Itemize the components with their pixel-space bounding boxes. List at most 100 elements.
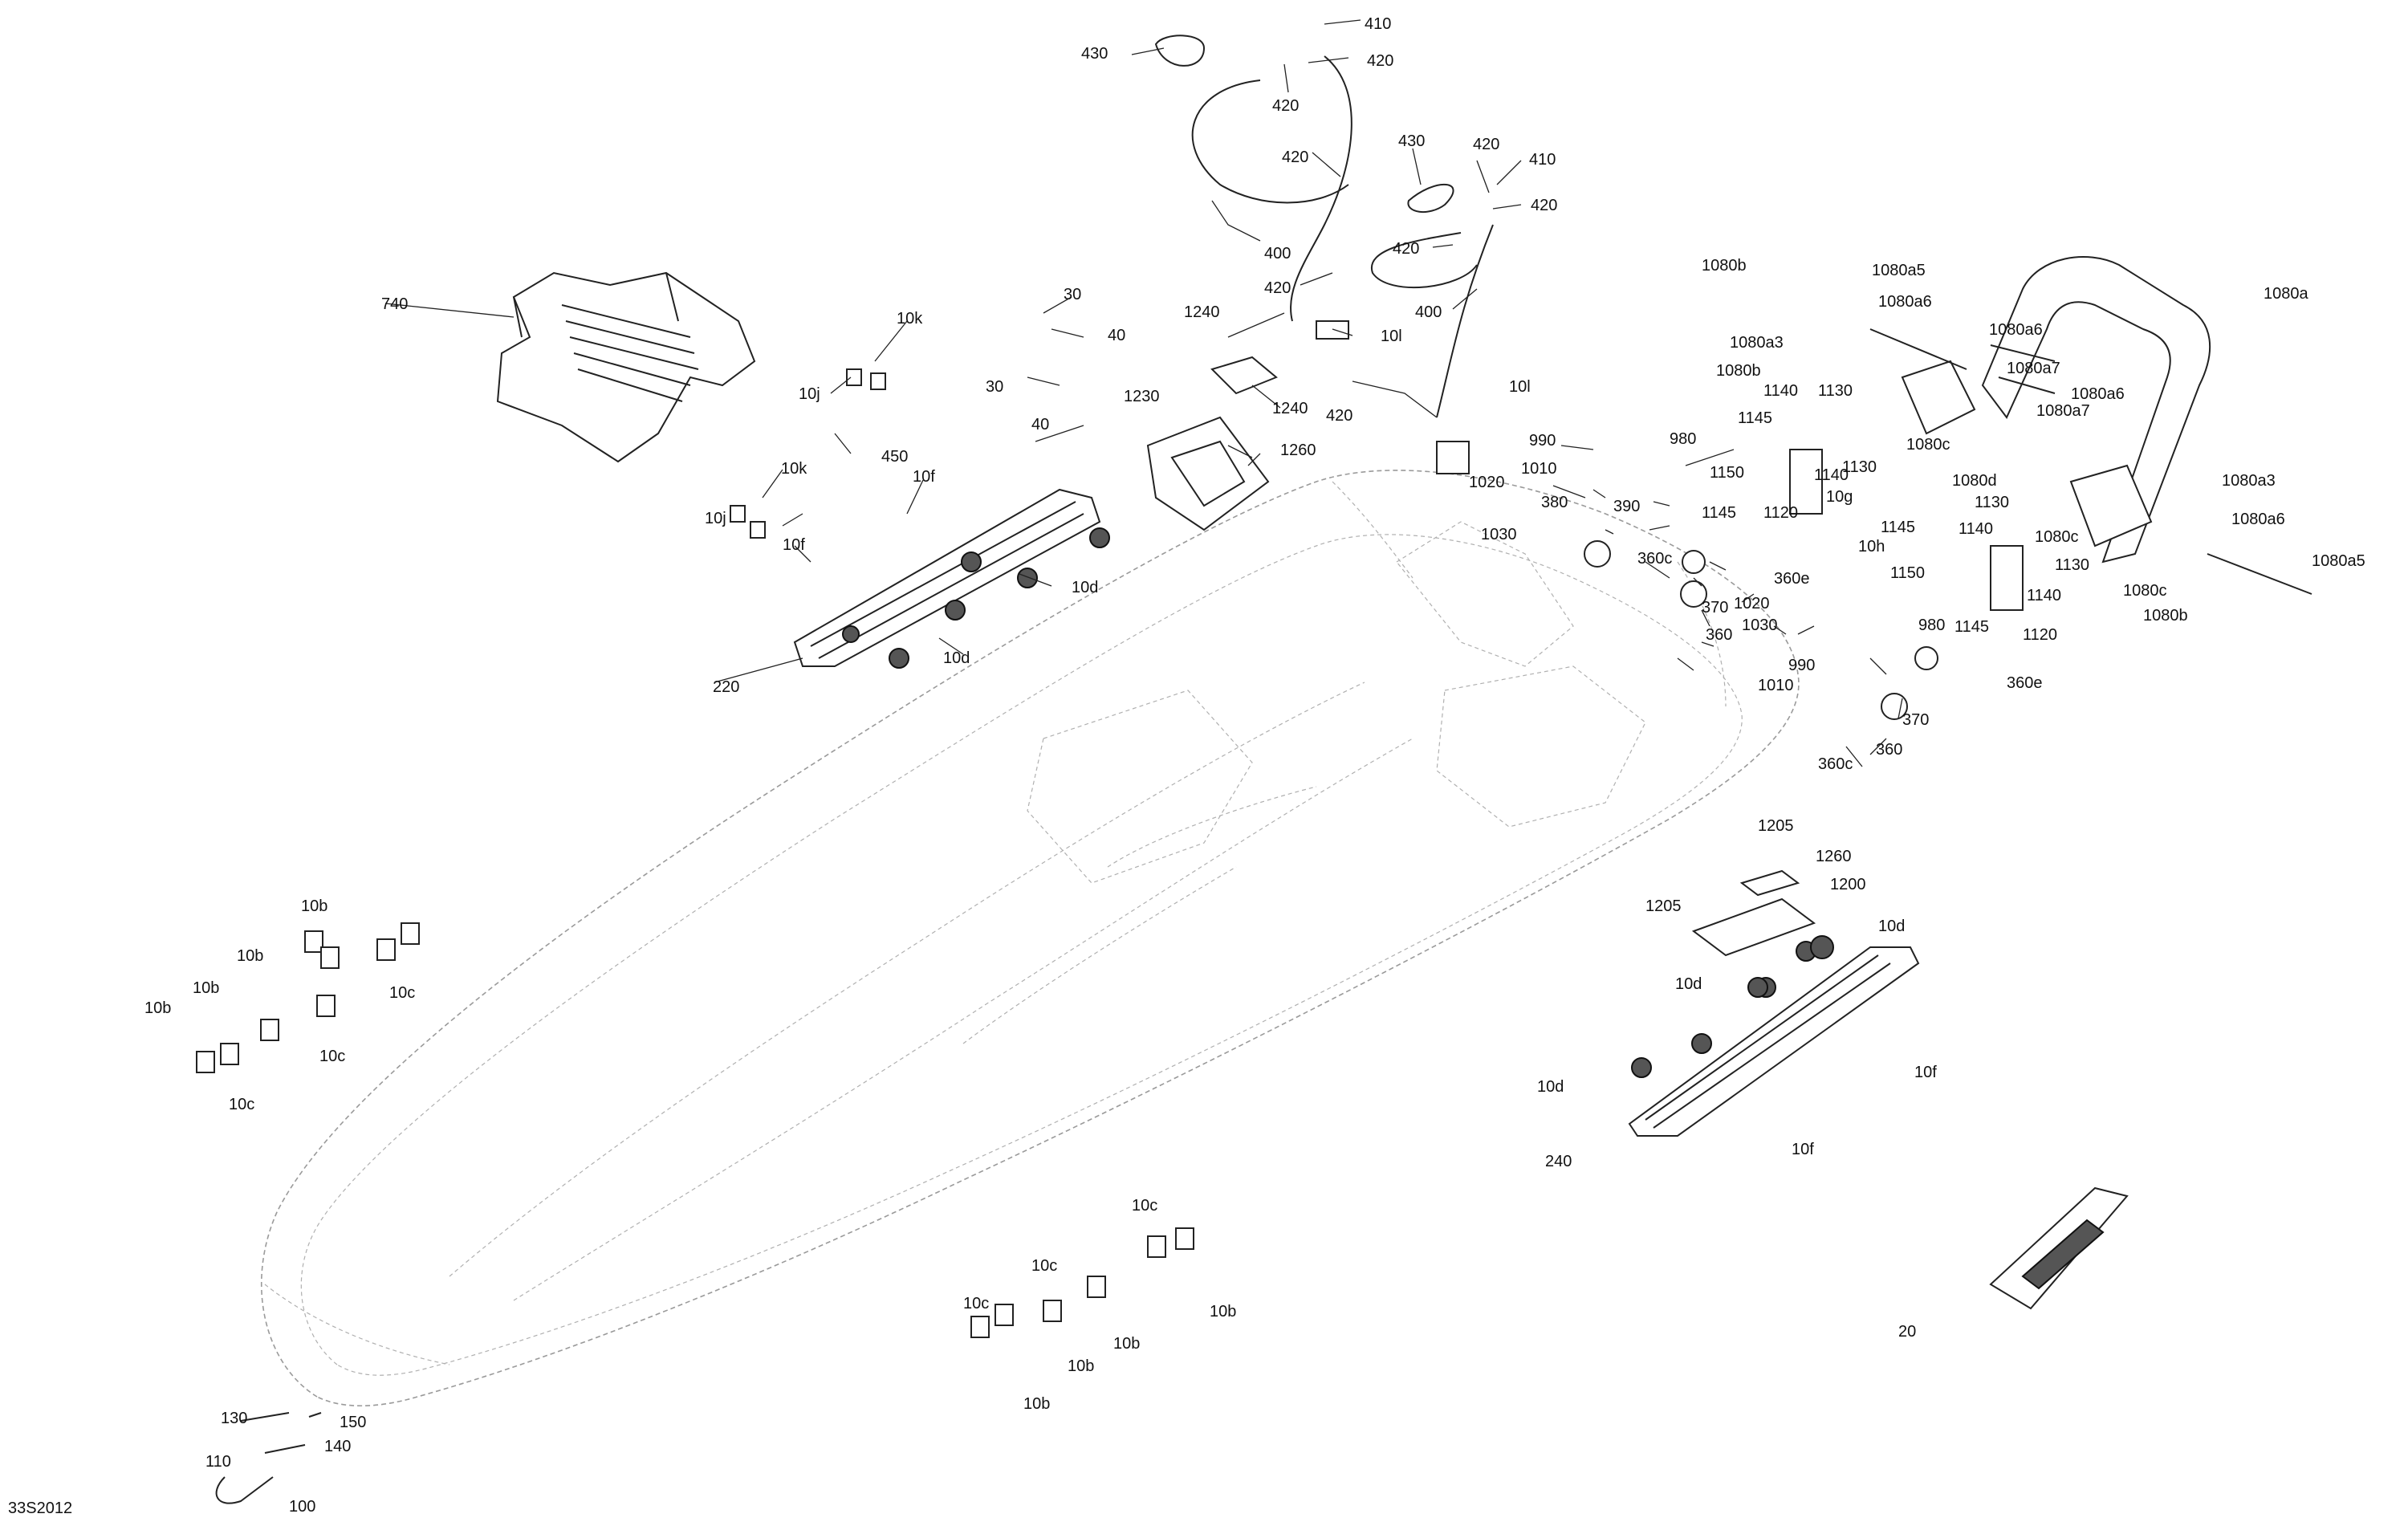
callout-1130: 1130 [1818, 382, 1853, 400]
callout-420: 420 [1531, 197, 1557, 214]
callout-1260: 1260 [1280, 442, 1316, 459]
callout-1130: 1130 [2055, 556, 2089, 574]
callout-430: 430 [1081, 45, 1108, 63]
callout-40: 40 [1031, 416, 1049, 433]
callout-1120: 1120 [1763, 504, 1798, 522]
callout-360e: 360e [1774, 570, 1810, 588]
callout-420: 420 [1326, 407, 1352, 425]
callout-1080a7: 1080a7 [2036, 402, 2090, 420]
callout-1010: 1010 [1521, 460, 1557, 478]
callout-1145: 1145 [1881, 519, 1915, 536]
callout-1140: 1140 [1763, 382, 1798, 400]
callout-150: 150 [340, 1414, 366, 1431]
callout-360: 360 [1706, 626, 1732, 644]
callout-30: 30 [1064, 286, 1081, 303]
callout-370: 370 [1702, 599, 1728, 617]
callout-10f: 10f [783, 536, 805, 554]
callout-10b: 10b [1210, 1303, 1236, 1320]
callout-370: 370 [1902, 711, 1929, 729]
callout-990: 990 [1529, 432, 1556, 450]
part-220-left-rail [793, 488, 1110, 669]
callout-10b: 10b [1113, 1335, 1140, 1353]
callout-420: 420 [1393, 240, 1419, 258]
callout-1145: 1145 [1954, 618, 1989, 636]
callout-1120: 1120 [2023, 626, 2057, 644]
callout-10d: 10d [1675, 975, 1702, 993]
callout-30: 30 [986, 378, 1003, 396]
callout-130: 130 [221, 1410, 247, 1427]
callout-1150: 1150 [1890, 564, 1925, 582]
callout-980: 980 [1670, 430, 1696, 448]
callout-1020: 1020 [1469, 474, 1505, 491]
diagram-code: 33S2012 [8, 1500, 72, 1517]
callout-10c: 10c [1031, 1257, 1057, 1275]
callout-420: 420 [1473, 136, 1499, 153]
hull-outline [261, 470, 1800, 1407]
part-1080a-grab-handle [1869, 256, 2312, 595]
part-740-seat-support [496, 271, 756, 463]
callout-1030: 1030 [1481, 526, 1517, 543]
part-400-hoses [1154, 35, 1494, 418]
callout-1130: 1130 [1975, 494, 2009, 511]
part-1200-plate [1691, 869, 1816, 957]
callout-1080d: 1080d [1952, 472, 1997, 490]
callout-1240: 1240 [1272, 400, 1308, 417]
callout-1140: 1140 [1959, 520, 1993, 538]
callout-990: 990 [1788, 657, 1815, 674]
callout-1030: 1030 [1742, 617, 1778, 634]
callout-410: 410 [1529, 151, 1556, 169]
callout-220: 220 [713, 678, 739, 696]
callout-10l: 10l [1381, 328, 1402, 345]
callout-10d: 10d [1072, 579, 1098, 596]
callout-1145: 1145 [1702, 504, 1736, 522]
callout-40: 40 [1108, 327, 1125, 344]
small-parts [196, 320, 2024, 1338]
callout-10c: 10c [389, 984, 415, 1002]
callout-10c: 10c [229, 1096, 254, 1113]
callout-10d: 10d [1878, 918, 1905, 935]
callout-1080c: 1080c [2123, 582, 2167, 600]
callout-420: 420 [1272, 97, 1299, 115]
callout-400: 400 [1415, 303, 1442, 321]
callout-1260: 1260 [1816, 848, 1852, 865]
callout-10b: 10b [1068, 1357, 1094, 1375]
callout-10c: 10c [319, 1048, 345, 1065]
callout-420: 420 [1282, 149, 1308, 166]
callout-10f: 10f [913, 468, 935, 486]
callout-380: 380 [1541, 494, 1568, 511]
callout-10c: 10c [963, 1295, 989, 1312]
callout-1205: 1205 [1645, 897, 1682, 915]
callout-1080a6: 1080a6 [1878, 293, 1932, 311]
callout-1130: 1130 [1842, 458, 1877, 476]
callout-240: 240 [1545, 1153, 1572, 1170]
callout-1080a7: 1080a7 [2007, 360, 2060, 377]
callout-100: 100 [289, 1498, 315, 1516]
callout-10c: 10c [1132, 1197, 1157, 1215]
callout-10j: 10j [799, 385, 820, 403]
leader-lines [384, 19, 1903, 767]
callout-740: 740 [381, 295, 408, 313]
callout-10d: 10d [943, 649, 970, 667]
callout-1200: 1200 [1830, 876, 1866, 893]
callout-1080a5: 1080a5 [1872, 262, 1926, 279]
callout-1080a: 1080a [2264, 285, 2308, 303]
callout-1080b: 1080b [2143, 607, 2188, 625]
callout-1080a3: 1080a3 [1730, 334, 1784, 352]
callout-10b: 10b [301, 897, 327, 915]
callout-1240: 1240 [1184, 303, 1220, 321]
callout-1205: 1205 [1758, 817, 1794, 835]
callout-1080a6: 1080a6 [2231, 511, 2285, 528]
callout-labels: 430 410 420 420 420 400 420 430 420 410 … [8, 15, 2365, 1517]
callout-10b: 10b [193, 979, 219, 997]
callout-360: 360 [1876, 741, 1902, 759]
callout-1145: 1145 [1738, 409, 1772, 427]
callout-10j: 10j [705, 510, 726, 527]
callout-420: 420 [1264, 279, 1291, 297]
callout-10k: 10k [897, 310, 923, 328]
callout-390: 390 [1613, 498, 1640, 515]
callout-140: 140 [324, 1438, 351, 1455]
part-1230-plate [1146, 356, 1278, 531]
callout-400: 400 [1264, 245, 1291, 262]
callout-1020: 1020 [1734, 595, 1770, 612]
callout-1080c: 1080c [1906, 436, 1950, 454]
